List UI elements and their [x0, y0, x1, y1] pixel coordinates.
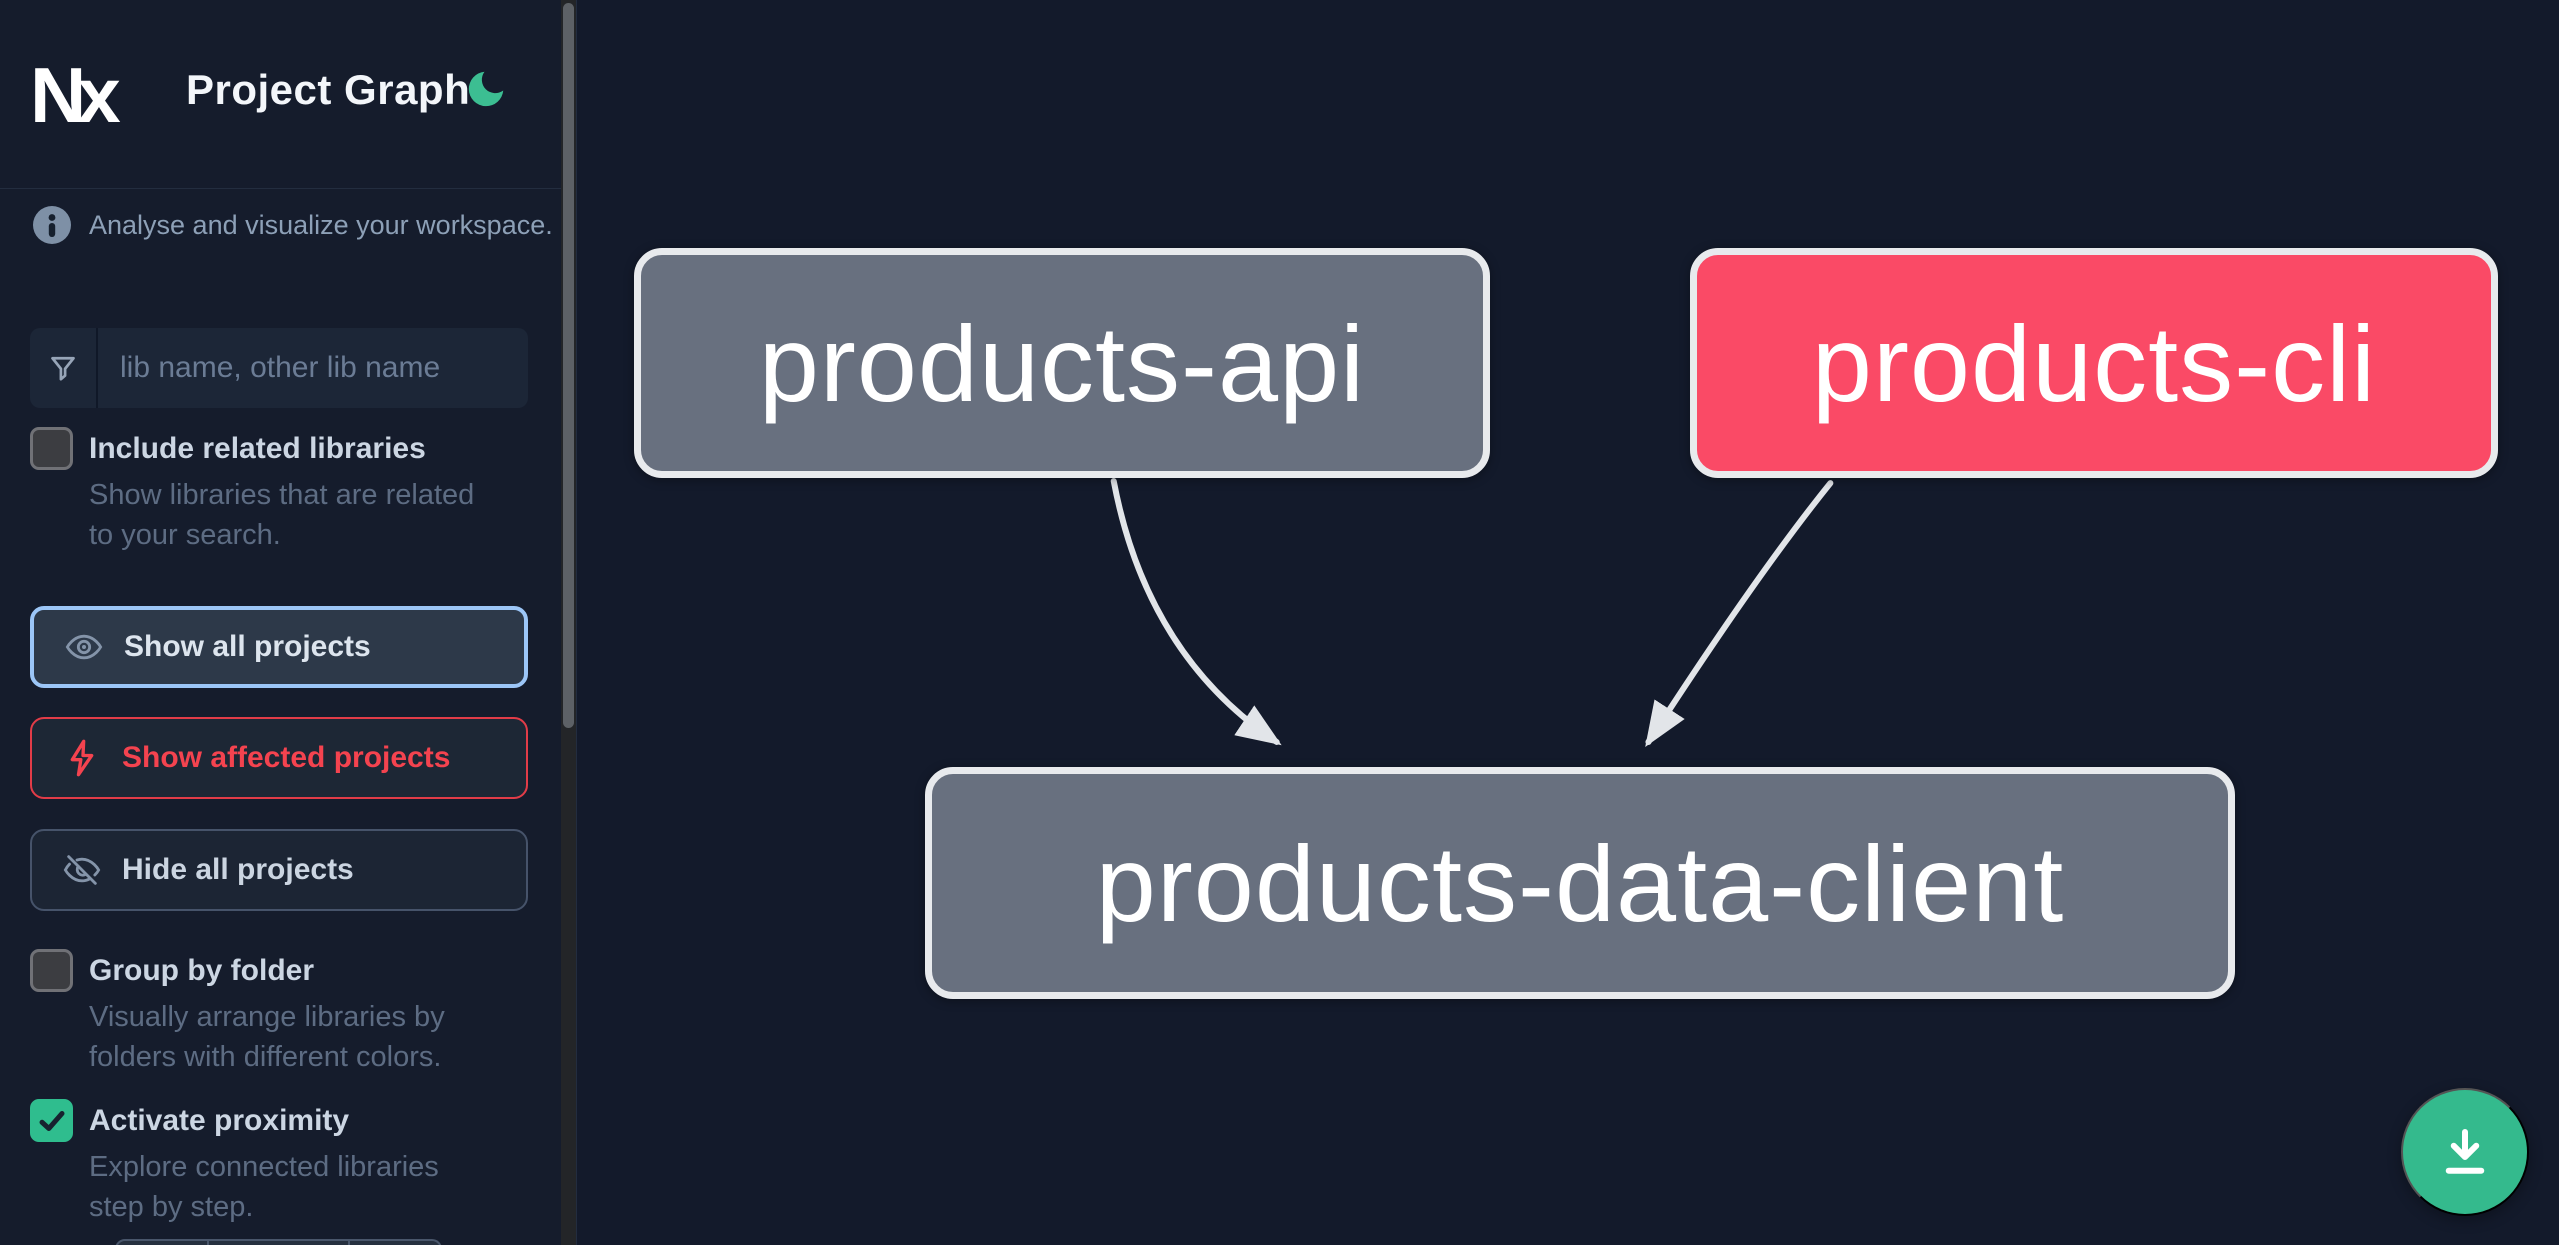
funnel-icon	[30, 328, 98, 408]
group-by-folder-checkbox[interactable]	[30, 949, 73, 992]
show-all-projects-button[interactable]: Show all projects	[30, 606, 528, 688]
proximity-value	[209, 1239, 350, 1245]
node-products-cli[interactable]: products-cli	[1690, 248, 2498, 478]
nx-logo-icon: Nx	[30, 58, 129, 134]
moon-icon[interactable]	[463, 66, 509, 112]
proximity-stepper	[115, 1239, 442, 1245]
check-icon	[39, 1110, 64, 1131]
include-related-checkbox[interactable]	[30, 427, 73, 470]
graph-canvas[interactable]: products-api products-cli products-data-…	[576, 0, 2559, 1245]
activate-proximity-description: Explore connected libraries step by step…	[89, 1151, 439, 1223]
dependency-edges	[1110, 478, 1834, 747]
page-title: Project Graph	[186, 66, 471, 113]
node-products-data-client[interactable]: products-data-client	[925, 767, 2235, 999]
svg-text:Nx: Nx	[30, 58, 120, 134]
hide-all-projects-label: Hide all projects	[122, 853, 354, 886]
tagline-text: Analyse and visualize your workspace.	[89, 209, 553, 240]
edge-products-api-to-products-data-client	[1110, 478, 1282, 746]
show-all-projects-label: Show all projects	[124, 630, 371, 663]
activate-proximity-label[interactable]: Activate proximity	[89, 1104, 350, 1137]
download-image-button[interactable]	[2401, 1088, 2529, 1216]
info-icon	[33, 206, 71, 244]
tagline: Analyse and visualize your workspace.	[33, 206, 553, 244]
include-related-label[interactable]: Include related libraries	[89, 432, 426, 465]
activate-proximity-block: Activate proximity Explore connected lib…	[30, 1099, 500, 1227]
sidebar-scrollbar-thumb[interactable]	[563, 3, 574, 728]
search-box	[30, 328, 528, 408]
download-icon	[2445, 1129, 2485, 1174]
node-label: products-cli	[1811, 302, 2377, 424]
group-by-folder-block: Group by folder Visually arrange librari…	[30, 949, 500, 1077]
include-related-block: Include related libraries Show libraries…	[30, 427, 500, 555]
sidebar: Nx Project Graph Analyse and visualize y…	[0, 0, 561, 1245]
group-by-folder-label[interactable]: Group by folder	[89, 954, 314, 987]
node-label: products-data-client	[1095, 822, 2065, 944]
sidebar-header: Nx Project Graph	[0, 0, 561, 189]
show-affected-projects-label: Show affected projects	[122, 741, 451, 774]
lightning-icon	[70, 739, 94, 777]
edge-products-cli-to-products-data-client	[1645, 480, 1834, 747]
search-input[interactable]	[98, 328, 528, 408]
include-related-description: Show libraries that are related to your …	[89, 479, 475, 551]
eye-icon	[65, 634, 103, 660]
show-affected-projects-button[interactable]: Show affected projects	[30, 717, 528, 799]
proximity-increment-button[interactable]	[350, 1239, 442, 1245]
node-products-api[interactable]: products-api	[634, 248, 1490, 478]
activate-proximity-checkbox[interactable]	[30, 1099, 73, 1142]
proximity-decrement-button[interactable]	[115, 1239, 209, 1245]
hide-all-projects-button[interactable]: Hide all projects	[30, 829, 528, 911]
eye-off-icon	[63, 855, 101, 885]
group-by-folder-description: Visually arrange libraries by folders wi…	[89, 1001, 445, 1073]
node-label: products-api	[758, 302, 1366, 424]
